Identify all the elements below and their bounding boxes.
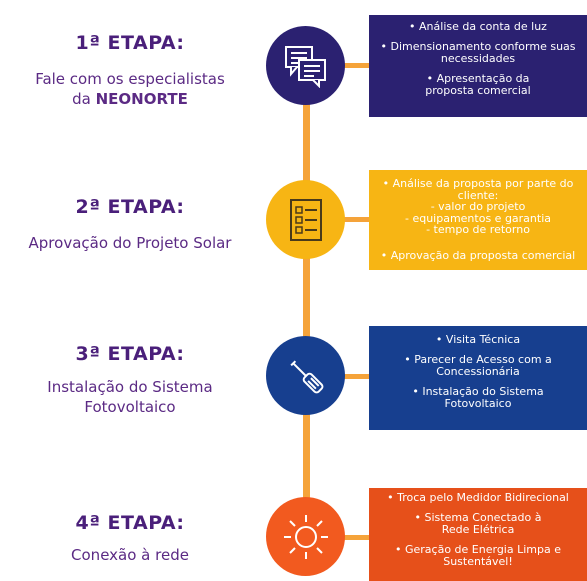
step-4-connector: [330, 535, 372, 540]
step-4-box: • Troca pelo Medidor Bidirecional • Sist…: [369, 488, 587, 581]
step-1-item: • Apresentação da proposta comercial: [425, 72, 531, 97]
screwdriver-icon: [289, 359, 323, 393]
step-4-description: Conexão à rede: [71, 546, 189, 564]
step-4-title: 4ª ETAPA:: [75, 512, 185, 534]
step-1-connector: [330, 63, 372, 68]
step-1-desc-line2: da NEONORTE: [0, 89, 260, 109]
step-2-circle: [266, 180, 345, 259]
step-3-connector: [330, 374, 372, 379]
step-2-item: - tempo de retorno: [426, 223, 530, 236]
step-1-circle: [266, 26, 345, 105]
step-3-circle: [266, 336, 345, 415]
step-4-item: • Geração de Energia Limpa e Sustentável…: [395, 543, 561, 568]
step-2-box: • Análise da proposta por parte do clien…: [369, 170, 587, 270]
step-1-box: • Análise da conta de luz • Dimensioname…: [369, 15, 587, 117]
step-1-title: 1ª ETAPA:: [75, 32, 185, 54]
step-3-item: • Instalação do Sistema Fotovoltaico: [412, 385, 544, 410]
step-2-title: 2ª ETAPA:: [75, 196, 185, 218]
step-3-item: • Visita Técnica: [435, 333, 521, 346]
checklist-icon: [289, 198, 322, 241]
step-4-circle: [266, 497, 345, 576]
step-2-item: • Aprovação da proposta comercial: [380, 248, 576, 262]
step-2-item: • Análise da proposta por parte do clien…: [382, 177, 574, 202]
step-2-item: - equipamentos e garantia: [404, 211, 552, 225]
step-1-item: • Análise da conta de luz: [409, 20, 547, 33]
step-1-description: Fale com os especialistas da NEONORTE: [0, 69, 260, 109]
step-3-item: • Parecer de Acesso com a Concessionária: [404, 353, 552, 378]
sun-icon: [283, 514, 328, 559]
brand-name: NEONORTE: [95, 90, 188, 108]
step-2-connector: [330, 217, 372, 222]
timeline-line: [303, 60, 310, 560]
step-4-item: • Troca pelo Medidor Bidirecional: [387, 491, 569, 504]
step-3-box: • Visita Técnica • Parecer de Acesso com…: [369, 326, 587, 430]
step-3-desc-line1: Instalação do Sistema: [47, 378, 213, 396]
step-1-desc-line1: Fale com os especialistas: [35, 70, 225, 88]
step-3-title: 3ª ETAPA:: [75, 343, 185, 365]
step-3-desc-line2: Fotovoltaico: [84, 398, 176, 416]
chat-document-icon: [284, 45, 326, 88]
step-1-desc-prefix: da: [72, 90, 96, 108]
step-4-item: • Sistema Conectado à Rede Elétrica: [414, 511, 542, 536]
step-1-item: • Dimensionamento conforme suas necessid…: [380, 40, 576, 65]
step-3-description: Instalação do Sistema Fotovoltaico: [0, 377, 260, 417]
step-2-item: - valor do projeto: [430, 200, 526, 213]
step-2-description: Aprovação do Projeto Solar: [28, 234, 232, 252]
